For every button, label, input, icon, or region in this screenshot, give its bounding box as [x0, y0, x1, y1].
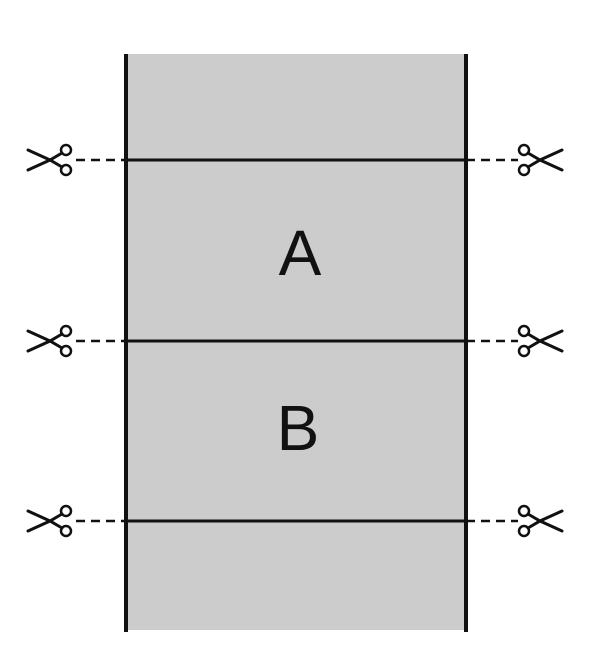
scissors-icon — [517, 504, 564, 538]
cut-line-3 — [26, 504, 564, 538]
section-label-a: A — [279, 217, 322, 289]
cut-line-2 — [26, 324, 564, 358]
cut-line-1 — [26, 143, 564, 177]
scissors-icon — [517, 143, 564, 177]
scissors-icon — [517, 324, 564, 358]
scissors-icon — [26, 504, 73, 538]
scissors-icon — [26, 143, 73, 177]
scissors-icon — [26, 324, 73, 358]
section-label-b: B — [277, 392, 320, 464]
